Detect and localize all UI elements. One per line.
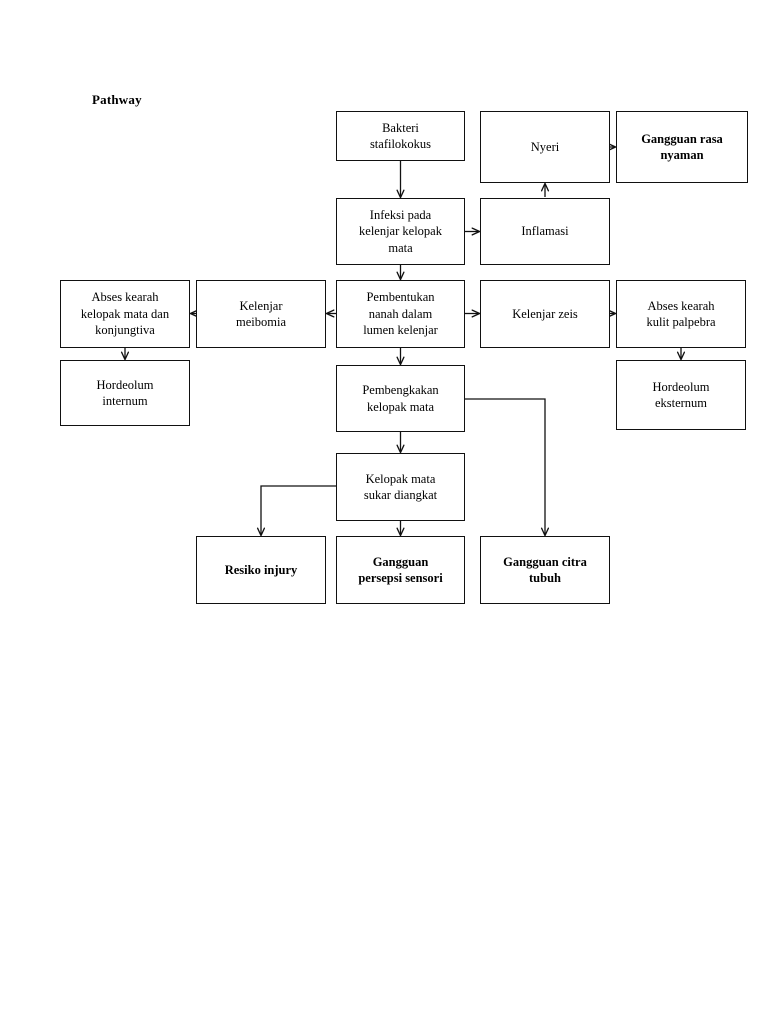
node-label-bakteri: Bakteri stafilokokus bbox=[369, 120, 432, 152]
node-inflamasi: Inflamasi bbox=[480, 198, 610, 265]
edge-pembengkakan-citratubuh bbox=[465, 398, 545, 535]
node-label-abses_konj: Abses kearah kelopak mata dan konjungtiv… bbox=[80, 290, 170, 338]
node-sukar_angkat: Kelopak mata sukar diangkat bbox=[336, 453, 465, 521]
node-label-infeksi: Infeksi pada kelenjar kelopak mata bbox=[359, 207, 442, 255]
node-infeksi: Infeksi pada kelenjar kelopak mata bbox=[336, 198, 465, 265]
node-hord_ekst: Hordeolum eksternum bbox=[616, 360, 746, 430]
node-pembengkakan: Pembengkakan kelopak mata bbox=[336, 365, 465, 432]
node-rasa_nyaman: Gangguan rasa nyaman bbox=[616, 111, 748, 183]
node-zeis: Kelenjar zeis bbox=[480, 280, 610, 348]
node-label-hord_int: Hordeolum internum bbox=[96, 377, 154, 409]
node-hord_int: Hordeolum internum bbox=[60, 360, 190, 426]
node-label-citra_tubuh: Gangguan citra tubuh bbox=[503, 554, 587, 586]
node-citra_tubuh: Gangguan citra tubuh bbox=[480, 536, 610, 604]
node-nyeri: Nyeri bbox=[480, 111, 610, 183]
node-label-rasa_nyaman: Gangguan rasa nyaman bbox=[641, 131, 723, 163]
node-meibomia: Kelenjar meibomia bbox=[196, 280, 326, 348]
node-label-inflamasi: Inflamasi bbox=[521, 224, 569, 239]
node-nanah: Pembentukan nanah dalam lumen kelenjar bbox=[336, 280, 465, 348]
node-label-nyeri: Nyeri bbox=[530, 139, 560, 154]
node-persepsi: Gangguan persepsi sensori bbox=[336, 536, 465, 604]
node-abses_konj: Abses kearah kelopak mata dan konjungtiv… bbox=[60, 280, 190, 348]
node-label-persepsi: Gangguan persepsi sensori bbox=[358, 554, 443, 586]
edge-sukar-resikoinjury bbox=[261, 485, 336, 535]
node-bakteri: Bakteri stafilokokus bbox=[336, 111, 465, 161]
node-label-pembengkakan: Pembengkakan kelopak mata bbox=[362, 383, 439, 414]
node-abses_kulit: Abses kearah kulit palpebra bbox=[616, 280, 746, 348]
node-resiko_injury: Resiko injury bbox=[196, 536, 326, 604]
node-label-sukar_angkat: Kelopak mata sukar diangkat bbox=[363, 471, 438, 503]
node-label-abses_kulit: Abses kearah kulit palpebra bbox=[646, 298, 716, 330]
node-label-hord_ekst: Hordeolum eksternum bbox=[652, 379, 710, 411]
node-label-nanah: Pembentukan nanah dalam lumen kelenjar bbox=[363, 290, 438, 338]
node-label-zeis: Kelenjar zeis bbox=[512, 306, 578, 321]
node-label-meibomia: Kelenjar meibomia bbox=[236, 298, 286, 330]
node-label-resiko_injury: Resiko injury bbox=[224, 562, 298, 577]
page-title: Pathway bbox=[92, 92, 142, 107]
